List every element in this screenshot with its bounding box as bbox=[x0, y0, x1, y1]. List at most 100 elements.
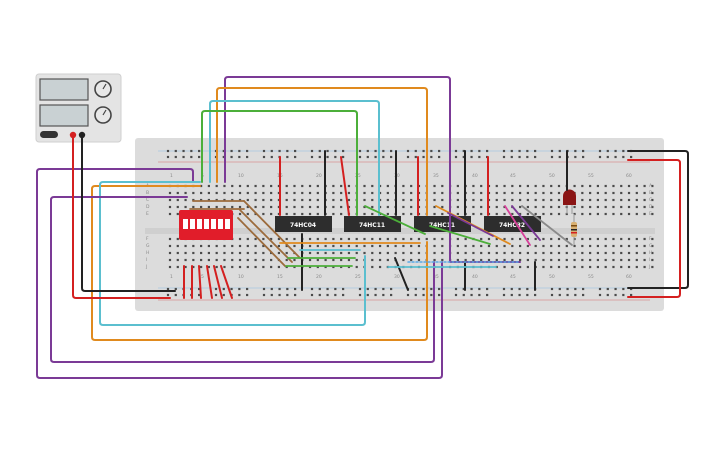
breadboard-hole[interactable] bbox=[184, 251, 187, 255]
chip-74hc11-b[interactable]: 74HC11 bbox=[414, 216, 471, 232]
breadboard-hole[interactable] bbox=[456, 198, 459, 202]
breadboard-hole[interactable] bbox=[518, 293, 521, 297]
wire-purple[interactable] bbox=[447, 212, 494, 237]
breadboard-hole[interactable] bbox=[207, 184, 210, 188]
wire-red[interactable] bbox=[72, 137, 171, 299]
breadboard-hole[interactable] bbox=[542, 258, 545, 262]
breadboard-hole[interactable] bbox=[606, 155, 609, 159]
breadboard-hole[interactable] bbox=[254, 244, 257, 248]
breadboard-hole[interactable] bbox=[627, 251, 631, 255]
breadboard-hole[interactable] bbox=[438, 155, 441, 159]
breadboard-hole[interactable] bbox=[340, 251, 343, 255]
dip-toggle[interactable] bbox=[190, 219, 195, 229]
breadboard-hole[interactable] bbox=[332, 237, 335, 241]
breadboard-hole[interactable] bbox=[270, 191, 273, 195]
breadboard-hole[interactable] bbox=[503, 258, 506, 262]
breadboard-hole[interactable] bbox=[526, 198, 529, 202]
breadboard-hole[interactable] bbox=[542, 191, 545, 195]
breadboard-hole[interactable] bbox=[596, 205, 599, 209]
breadboard-hole[interactable] bbox=[622, 287, 625, 291]
breadboard-hole[interactable] bbox=[573, 212, 576, 216]
breadboard-hole[interactable] bbox=[215, 244, 218, 248]
breadboard-hole[interactable] bbox=[472, 258, 475, 262]
breadboard-hole[interactable] bbox=[198, 149, 201, 153]
breadboard-hole[interactable] bbox=[581, 205, 584, 209]
breadboard-hole[interactable] bbox=[534, 155, 537, 159]
breadboard-hole[interactable] bbox=[326, 293, 329, 297]
breadboard-hole[interactable] bbox=[310, 293, 314, 297]
wires[interactable] bbox=[36, 76, 689, 379]
breadboard-hole[interactable] bbox=[526, 149, 529, 153]
breadboard-hole[interactable] bbox=[414, 287, 417, 291]
breadboard-hole[interactable] bbox=[355, 237, 358, 241]
wire-red[interactable] bbox=[340, 156, 350, 216]
breadboard-hole[interactable] bbox=[176, 258, 179, 262]
breadboard-hole[interactable] bbox=[612, 198, 615, 202]
breadboard-hole[interactable] bbox=[332, 191, 335, 195]
breadboard-hole[interactable] bbox=[612, 244, 615, 248]
breadboard-hole[interactable] bbox=[417, 258, 421, 262]
breadboard-hole[interactable] bbox=[464, 251, 467, 255]
breadboard-hole[interactable] bbox=[534, 149, 537, 153]
breadboard-hole[interactable] bbox=[168, 258, 172, 262]
breadboard-hole[interactable] bbox=[620, 198, 623, 202]
breadboard-hole[interactable] bbox=[215, 205, 218, 209]
dip-toggle[interactable] bbox=[204, 219, 209, 229]
breadboard-hole[interactable] bbox=[278, 149, 281, 153]
breadboard-hole[interactable] bbox=[246, 191, 249, 195]
breadboard-hole[interactable] bbox=[565, 244, 568, 248]
breadboard-hole[interactable] bbox=[316, 258, 319, 262]
breadboard-hole[interactable] bbox=[231, 184, 234, 188]
breadboard-hole[interactable] bbox=[176, 205, 179, 209]
breadboard-hole[interactable] bbox=[340, 212, 343, 216]
breadboard-hole[interactable] bbox=[277, 198, 281, 202]
breadboard-hole[interactable] bbox=[454, 155, 458, 159]
breadboard-hole[interactable] bbox=[558, 149, 561, 153]
breadboard-hole[interactable] bbox=[573, 251, 576, 255]
breadboard-hole[interactable] bbox=[472, 205, 475, 209]
breadboard-hole[interactable] bbox=[518, 155, 521, 159]
breadboard-hole[interactable] bbox=[371, 205, 374, 209]
breadboard-hole[interactable] bbox=[215, 251, 218, 255]
breadboard-hole[interactable] bbox=[526, 258, 529, 262]
breadboard-hole[interactable] bbox=[433, 244, 436, 248]
breadboard-hole[interactable] bbox=[386, 184, 389, 188]
breadboard-hole[interactable] bbox=[542, 237, 545, 241]
breadboard-hole[interactable] bbox=[604, 212, 607, 216]
breadboard-hole[interactable] bbox=[433, 258, 436, 262]
breadboard-hole[interactable] bbox=[293, 205, 296, 209]
breadboard-hole[interactable] bbox=[550, 237, 553, 241]
breadboard-hole[interactable] bbox=[643, 205, 646, 209]
breadboard-hole[interactable] bbox=[238, 184, 242, 188]
breadboard-hole[interactable] bbox=[550, 258, 553, 262]
breadboard-hole[interactable] bbox=[526, 184, 529, 188]
breadboard-hole[interactable] bbox=[230, 149, 233, 153]
breadboard-hole[interactable] bbox=[604, 184, 607, 188]
breadboard-hole[interactable] bbox=[262, 184, 265, 188]
breadboard-hole[interactable] bbox=[207, 244, 210, 248]
breadboard-hole[interactable] bbox=[222, 155, 225, 159]
breadboard-hole[interactable] bbox=[308, 191, 312, 195]
led[interactable] bbox=[563, 189, 576, 215]
breadboard-hole[interactable] bbox=[464, 258, 467, 262]
breadboard-hole[interactable] bbox=[176, 212, 179, 216]
breadboard-hole[interactable] bbox=[480, 191, 483, 195]
breadboard-hole[interactable] bbox=[612, 258, 615, 262]
wire-pink[interactable] bbox=[504, 205, 531, 246]
breadboard-hole[interactable] bbox=[487, 258, 491, 262]
breadboard-hole[interactable] bbox=[526, 212, 529, 216]
wire-orange[interactable] bbox=[91, 185, 428, 341]
breadboard-hole[interactable] bbox=[480, 184, 483, 188]
breadboard-hole[interactable] bbox=[441, 258, 444, 262]
power-switch[interactable] bbox=[40, 131, 58, 138]
breadboard-hole[interactable] bbox=[231, 198, 234, 202]
wire-red[interactable] bbox=[627, 159, 681, 298]
breadboard-hole[interactable] bbox=[557, 191, 561, 195]
breadboard-hole[interactable] bbox=[456, 191, 459, 195]
breadboard-hole[interactable] bbox=[566, 287, 569, 291]
wire-brown[interactable] bbox=[243, 200, 301, 259]
breadboard-hole[interactable] bbox=[374, 293, 377, 297]
breadboard-hole[interactable] bbox=[503, 191, 506, 195]
breadboard-hole[interactable] bbox=[342, 293, 345, 297]
breadboard-hole[interactable] bbox=[425, 237, 428, 241]
